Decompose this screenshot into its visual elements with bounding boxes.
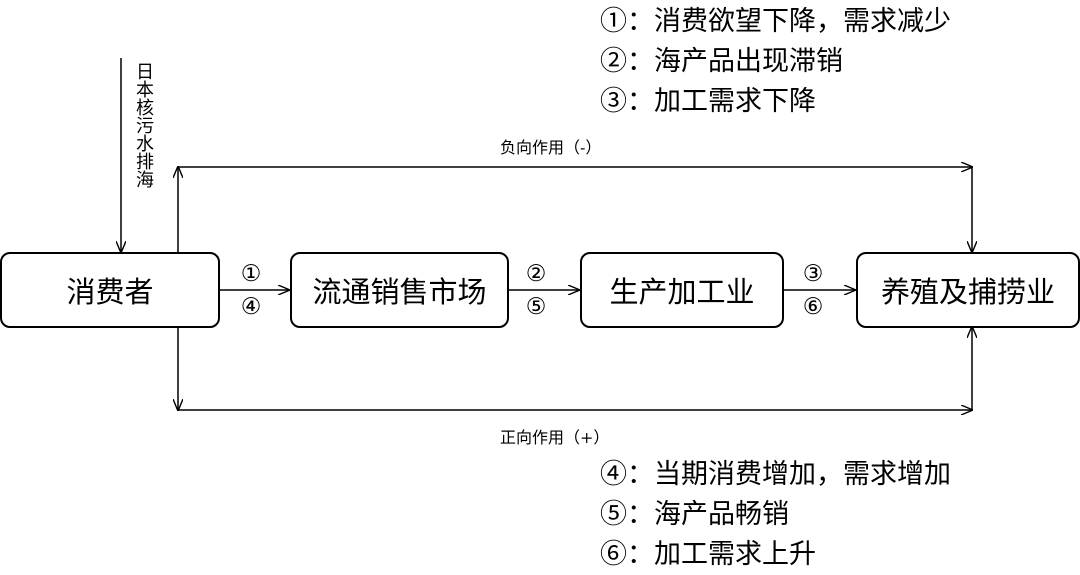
edge-label: ⑤ [525,294,547,320]
edge-label: ④ [240,294,262,320]
legend-item: ②：海产品出现滞销 [600,46,843,77]
edge-label: ③ [802,261,824,287]
edge-label: ② [525,261,547,287]
legend-item: ⑥：加工需求上升 [600,539,816,570]
legend-item: ③：加工需求下降 [600,86,816,117]
positive-effect-label: 正向作用（+） [500,428,610,447]
legend-item: ⑤：海产品畅销 [600,499,789,530]
legend-item: ④：当期消费增加，需求增加 [600,459,951,490]
legend-positive: ④：当期消费增加，需求增加 ⑤：海产品畅销 ⑥：加工需求上升 [600,455,951,575]
node-fishery: 养殖及捕捞业 [856,252,1080,328]
edge-label: ① [240,261,262,287]
external-input-label: 日本核污水排海 [133,62,154,188]
node-consumer: 消费者 [0,252,220,328]
node-processing: 生产加工业 [580,252,784,328]
legend-negative: ①：消费欲望下降，需求减少 ②：海产品出现滞销 ③：加工需求下降 [600,2,951,122]
legend-item: ①：消费欲望下降，需求减少 [600,6,951,37]
edge-label: ⑥ [802,294,824,320]
negative-effect-label: 负向作用（-） [500,138,602,157]
node-market: 流通销售市场 [290,252,509,328]
